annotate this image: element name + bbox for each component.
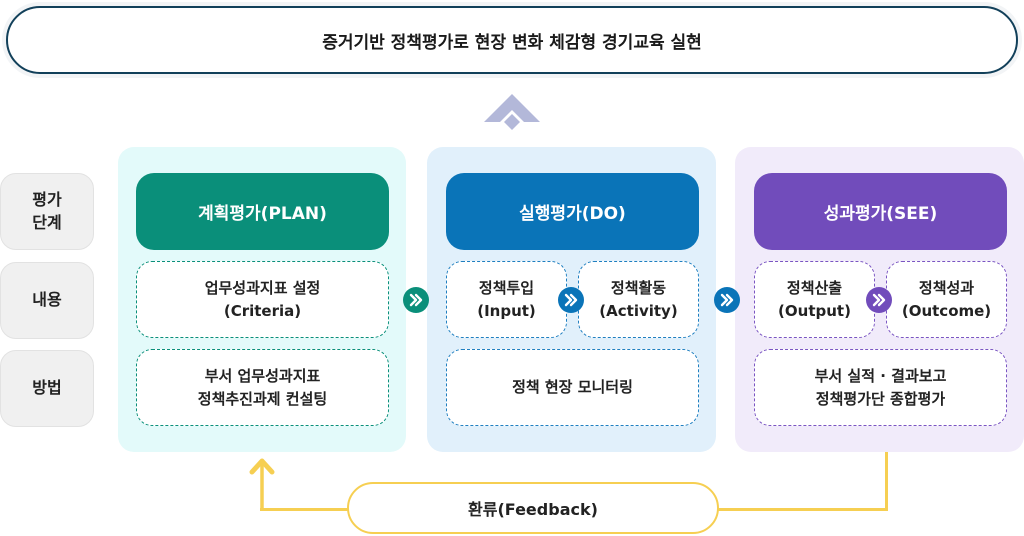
double-chevron-right-icon <box>558 287 584 313</box>
see-output-box: 정책산출 (Output) <box>754 261 875 338</box>
double-chevron-right-icon <box>866 287 892 313</box>
do-input-box: 정책투입 (Input) <box>446 261 567 338</box>
plan-panel: 계획평가(PLAN) 업무성과지표 설정 (Criteria) 부서 업무성과지… <box>118 147 406 452</box>
plan-method-box: 부서 업무성과지표 정책추진과제 컨설팅 <box>136 349 389 426</box>
chevron-up-icon <box>484 94 540 130</box>
arrow-up-icon <box>249 458 275 510</box>
feedback-label: 환류(Feedback) <box>347 482 719 534</box>
see-outcome-box: 정책성과 (Outcome) <box>886 261 1007 338</box>
goal-text: 증거기반 정책평가로 현장 변화 체감형 경기교육 실현 <box>322 32 702 53</box>
double-chevron-right-icon <box>714 287 740 313</box>
do-method-box: 정책 현장 모니터링 <box>446 349 699 426</box>
goal-banner: 증거기반 정책평가로 현장 변화 체감형 경기교육 실현 <box>6 6 1018 74</box>
feedback-line-vertical <box>885 452 888 510</box>
do-header: 실행평가(DO) <box>446 173 699 250</box>
do-activity-box: 정책활동 (Activity) <box>578 261 699 338</box>
plan-header: 계획평가(PLAN) <box>136 173 389 250</box>
plan-content-box: 업무성과지표 설정 (Criteria) <box>136 261 389 338</box>
row-label-stage: 평가 단계 <box>0 173 94 250</box>
row-label-method: 방법 <box>0 350 94 427</box>
see-method-box: 부서 실적 · 결과보고 정책평가단 종합평가 <box>754 349 1007 426</box>
double-chevron-right-icon <box>403 287 429 313</box>
feedback-line-right <box>718 508 888 511</box>
feedback-line-left <box>260 508 349 511</box>
do-panel: 실행평가(DO) 정책투입 (Input) 정책활동 (Activity) 정책… <box>427 147 716 452</box>
row-label-content: 내용 <box>0 262 94 339</box>
see-header: 성과평가(SEE) <box>754 173 1007 250</box>
feedback-text: 환류(Feedback) <box>468 500 598 519</box>
